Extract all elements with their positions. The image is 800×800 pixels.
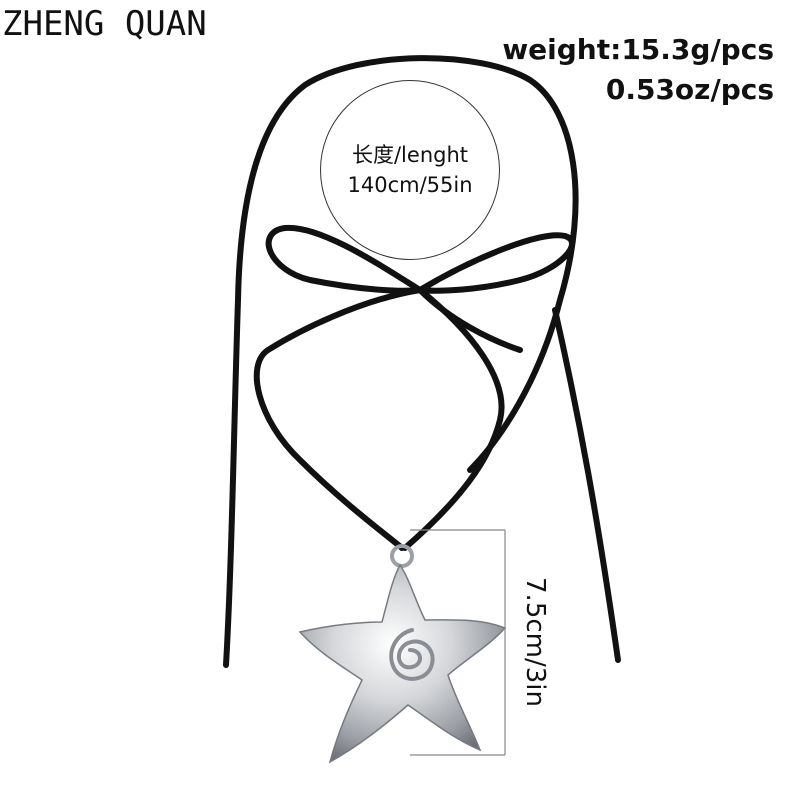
weight-grams: weight:15.3g/pcs (502, 33, 774, 66)
pendant-dimension-bracket (410, 529, 506, 756)
length-label: 长度/lenght (351, 143, 468, 167)
jump-ring (390, 544, 414, 568)
starfish-pendant (298, 563, 507, 764)
pendant-size-label: 7.5cm/3in (520, 577, 550, 707)
length-value: 140cm/55in (347, 173, 473, 197)
length-badge: 长度/lenght 140cm/55in (320, 80, 500, 260)
weight-ounces: 0.53oz/pcs (605, 73, 774, 106)
weight-info: weight:15.3g/pcs 0.53oz/pcs (502, 30, 774, 110)
suede-cord (223, 55, 621, 668)
brand-name: ZHENG QUAN (2, 4, 207, 44)
